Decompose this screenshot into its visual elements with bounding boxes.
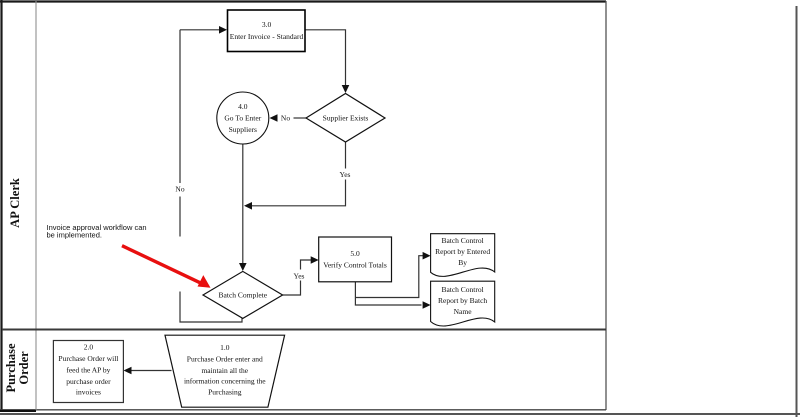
svg-text:Yes: Yes bbox=[340, 170, 351, 179]
svg-text:3.0: 3.0 bbox=[262, 20, 272, 29]
svg-text:Report by Batch: Report by Batch bbox=[438, 296, 487, 305]
svg-text:5.0: 5.0 bbox=[350, 249, 360, 258]
svg-text:invoices: invoices bbox=[76, 388, 101, 397]
svg-text:Purchase Order enter and: Purchase Order enter and bbox=[187, 355, 263, 364]
svg-text:No: No bbox=[175, 185, 184, 194]
svg-text:4.0: 4.0 bbox=[238, 102, 248, 111]
svg-text:Supplier Exists: Supplier Exists bbox=[323, 114, 369, 123]
svg-text:Suppliers: Suppliers bbox=[229, 125, 257, 134]
svg-text:1.0: 1.0 bbox=[220, 343, 230, 352]
svg-text:be implemented.: be implemented. bbox=[47, 231, 102, 240]
svg-text:Report by Entered: Report by Entered bbox=[435, 247, 490, 256]
svg-text:AP Clerk: AP Clerk bbox=[8, 178, 22, 228]
svg-text:purchase order: purchase order bbox=[66, 377, 111, 386]
svg-text:Verify Control Totals: Verify Control Totals bbox=[323, 261, 387, 270]
svg-text:Invoice approval workflow can: Invoice approval workflow can bbox=[47, 223, 147, 232]
svg-text:Purchasing: Purchasing bbox=[208, 388, 242, 397]
svg-text:maintain all the: maintain all the bbox=[201, 366, 248, 375]
svg-text:Go To Enter: Go To Enter bbox=[224, 114, 261, 123]
svg-text:Name: Name bbox=[454, 307, 473, 316]
svg-text:Purchase: Purchase bbox=[4, 343, 18, 393]
svg-text:No: No bbox=[281, 114, 290, 123]
svg-text:Batch Complete: Batch Complete bbox=[219, 291, 268, 300]
svg-text:Purchase Order will: Purchase Order will bbox=[58, 354, 118, 363]
svg-text:information concerning the: information concerning the bbox=[184, 377, 266, 386]
svg-text:2.0: 2.0 bbox=[84, 343, 94, 352]
svg-text:Batch Control: Batch Control bbox=[441, 236, 483, 245]
svg-text:Enter Invoice - Standard: Enter Invoice - Standard bbox=[230, 32, 304, 41]
svg-text:Batch Control: Batch Control bbox=[441, 285, 483, 294]
svg-text:By: By bbox=[458, 258, 467, 267]
svg-text:feed the AP by: feed the AP by bbox=[66, 366, 110, 375]
svg-text:Yes: Yes bbox=[294, 272, 305, 281]
svg-text:Order: Order bbox=[17, 351, 31, 385]
